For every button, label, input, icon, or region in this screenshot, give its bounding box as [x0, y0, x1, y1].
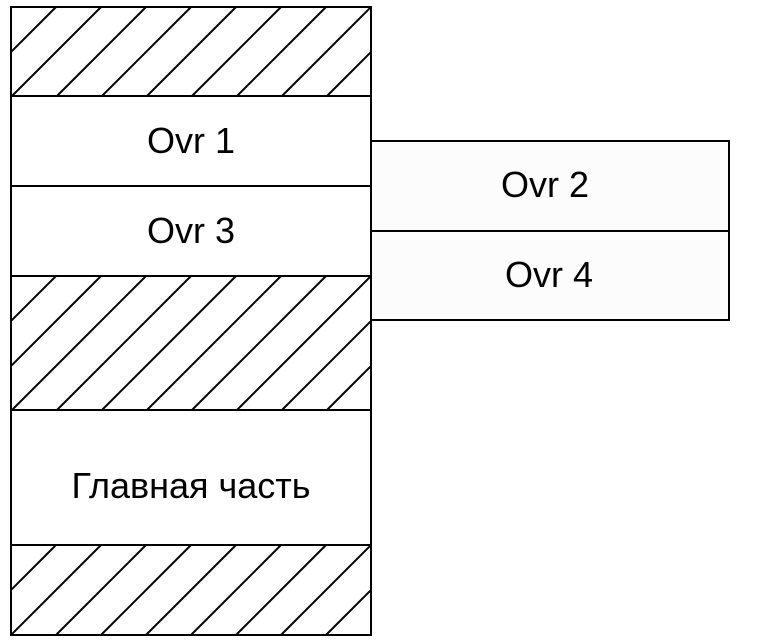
hatch-line — [56, 276, 192, 410]
hatch-line — [236, 7, 327, 96]
hatch-line — [11, 545, 102, 635]
hatched-region-middle — [10, 275, 372, 411]
hatch-line — [416, 545, 506, 635]
hatch-line — [145, 545, 237, 635]
segment-ovr4-label: Ovr 4 — [505, 254, 593, 295]
hatch-line — [191, 276, 327, 410]
hatch-line — [236, 276, 371, 410]
segment-ovr1: Ovr 1 — [10, 95, 372, 187]
hatch-line — [281, 319, 371, 410]
segment-ovr3: Ovr 3 — [10, 185, 372, 277]
hatch-line — [281, 7, 371, 96]
hatch-line — [190, 545, 282, 635]
hatch-line — [191, 7, 282, 96]
hatch-line — [11, 276, 102, 368]
hatch-line — [11, 545, 12, 547]
hatch-line — [370, 633, 371, 635]
hatch-line — [461, 545, 551, 635]
hatched-region-bottom — [10, 544, 551, 636]
hatch-line — [11, 276, 147, 410]
hatch-line — [55, 545, 147, 635]
segment-main-label: Главная часть — [71, 465, 310, 506]
hatch-line — [372, 7, 461, 96]
hatch-line — [11, 7, 57, 54]
hatch-line — [326, 50, 371, 96]
hatch-line — [146, 276, 282, 410]
hatch-line — [146, 7, 237, 96]
hatch-line — [11, 276, 12, 278]
hatch-line — [11, 7, 12, 9]
segment-ovr1-label: Ovr 1 — [147, 120, 235, 161]
hatch-line — [11, 276, 57, 323]
hatch-line — [235, 545, 327, 635]
hatch-line — [11, 545, 57, 592]
hatch-line — [280, 545, 371, 635]
hatch-line — [11, 7, 102, 96]
hatch-line — [101, 276, 237, 410]
hatch-line — [326, 364, 371, 410]
hatch-line — [325, 588, 371, 635]
segment-ovr3-label: Ovr 3 — [147, 210, 235, 251]
hatched-region-top — [10, 6, 506, 97]
hatch-line — [56, 7, 147, 96]
segment-main: Главная часть — [10, 409, 372, 546]
hatch-line — [100, 545, 192, 635]
hatch-line — [417, 7, 506, 96]
segment-ovr2: Ovr 2 — [370, 140, 730, 232]
segment-ovr4: Ovr 4 — [370, 230, 730, 321]
hatch-line — [101, 7, 192, 96]
segment-ovr2-label: Ovr 2 — [501, 164, 589, 205]
